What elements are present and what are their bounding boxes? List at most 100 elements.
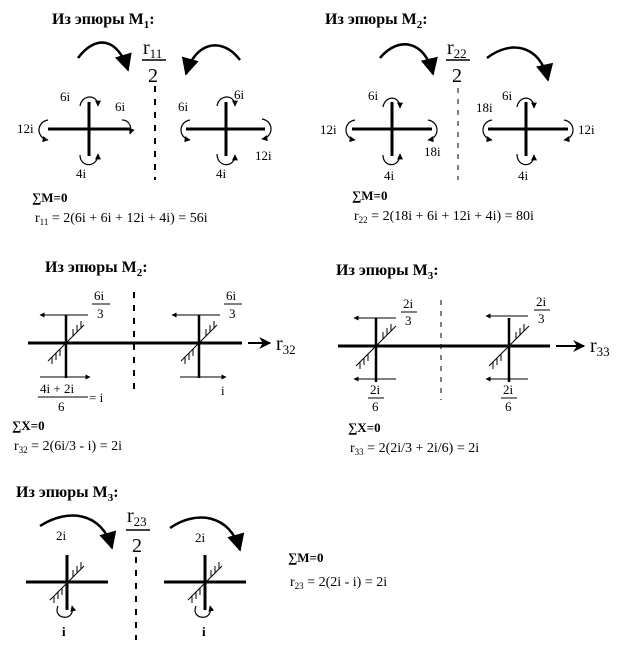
moment-arc-bottom [382,153,403,166]
formula-r22: r22 = 2(18i + 6i + 12i + 4i) = 80i [354,209,534,225]
bottom-right-num: 2i [503,382,514,397]
diagram-diagonal-left [355,325,397,367]
label-18i: 18i [424,144,441,159]
equilibrium-eq: ∑M=0 [352,188,387,203]
top-right-den: 3 [538,311,545,326]
moment-arc-left-r [482,119,493,143]
moment-arc-bottom-r [516,153,537,166]
reaction-r32-label: r32 [276,333,296,357]
moment-arc-top [79,96,101,107]
panel-5: Из эпюры М3: r23 2 2i 2i i i ∑M=0 r23 = … [16,484,387,640]
panel-5-heading: Из эпюры М3: [16,484,119,504]
moment-arrow-right [181,44,241,76]
moment-arc-right [121,119,135,135]
top-right-num: 2i [536,294,547,309]
frac-left-den: 3 [97,306,104,321]
hatching-right [492,324,525,369]
label-4i-r: 4i [518,168,529,183]
label-4i-left: 4i [76,166,87,181]
moment-arrow-left [379,43,438,76]
moment-arrow-right [486,46,554,82]
bottom-frac-result: = i [89,390,104,405]
bottom-left-den: 6 [372,399,379,414]
moment-arc-left [38,119,49,143]
hatching-right [184,321,215,364]
reaction-r11-label: r11 [143,37,162,61]
top-left-num: 2i [403,296,414,311]
moment-left-label: 2i [56,528,67,543]
label-12i-r: 12i [578,122,595,137]
formula-r32: r32 = 2(6i/3 - i) = 2i [14,439,122,455]
moment-arc-top-r [216,96,238,107]
panel-2-heading: Из эпюры М2: [325,11,428,31]
equilibrium-eq: ∑X=0 [348,420,381,435]
bottom-left-label: i [62,624,66,639]
label-18i-r: 18i [476,100,493,115]
formula-r33: r33 = 2(2i/3 + 2i/6) = 2i [350,441,479,457]
moment-arc-top-r [516,97,537,109]
moment-arrow-left [77,41,132,72]
bottom-right-label: i [202,624,206,639]
diagram-diagonal-right [187,565,223,601]
bottom-left-num: 2i [370,382,381,397]
label-12i-left: 12i [17,121,34,136]
label-6i-right-left: 6i [115,99,126,114]
fraction-denominator: 2 [132,535,142,557]
label-4i-right: 4i [216,166,227,181]
label-4i: 4i [384,168,395,183]
label-6i-top-right: 6i [234,87,245,102]
fraction-denominator: 2 [148,65,158,87]
diagram-diagonal-right [180,324,218,362]
label-12i-right: 12i [255,148,272,163]
moment-arc-bottom-right [194,605,215,618]
moment-arc-bottom-r [216,153,238,166]
label-6i-top-left: 6i [60,89,71,104]
moment-arc-top [382,97,403,109]
diagram-diagonal-right [488,325,530,367]
moment-arrow-right [169,516,245,552]
moment-arc-right-r [563,119,574,143]
top-left-den: 3 [405,313,412,328]
panel-3-heading: Из эпюры М2: [45,259,148,279]
moment-right-label: 2i [195,530,206,545]
moment-arc-bottom-left [56,605,77,618]
label-12i: 12i [320,122,337,137]
panel-2: Из эпюры М2: r22 2 6i 12i 18i 4i 18i 6i … [320,11,595,225]
diagram-diagonal-left [49,565,85,601]
hatching-left [359,324,392,369]
fraction-denominator: 2 [452,65,462,87]
equilibrium-eq: ∑M=0 [32,190,67,205]
panel-1: Из эпюры М1: r11 2 6i 6i 12i 4i 6i 6i 12… [17,11,272,227]
formula-r11: r11 = 2(6i + 6i + 12i + 4i) = 56i [35,211,208,227]
equilibrium-eq: ∑X=0 [12,418,45,433]
label-6i: 6i [368,88,379,103]
moment-arc-left [345,119,356,143]
bottom-frac-den: 6 [58,399,65,414]
hatching-left [51,321,82,364]
equilibrium-eq: ∑M=0 [288,550,323,565]
reaction-r23-label: r23 [127,505,147,529]
moment-arc-bottom [79,153,101,166]
frac-left-num: 6i [94,288,105,303]
panel-1-heading: Из эпюры М1: [52,11,155,31]
frac-right-den: 3 [229,306,236,321]
moment-arc-right-r [261,118,272,142]
moment-arc-right [427,119,438,143]
moment-arc-left-r [180,119,191,143]
hatching-left [53,562,82,603]
frac-right-num: 6i [226,288,237,303]
panel-3: Из эпюры М2: 6i 3 6i 3 r32 4i + 2i 6 [12,259,296,455]
bottom-right-label: i [221,383,225,398]
diagram-diagonal-left [47,324,85,362]
formula-r23: r23 = 2(2i - i) = 2i [290,575,387,591]
label-6i-r: 6i [502,88,513,103]
label-6i-left-right: 6i [178,99,189,114]
reaction-r33-label: r33 [590,335,610,359]
hatching-right [191,562,220,603]
reaction-r22-label: r22 [447,37,467,61]
panel-4-heading: Из эпюры М3: [336,262,439,282]
moment-arrow-left [39,514,117,550]
bottom-right-den: 6 [505,399,512,414]
panel-4: Из эпюры М3: 2i 3 2i 3 r33 2i 6 2i 6 [336,262,610,457]
